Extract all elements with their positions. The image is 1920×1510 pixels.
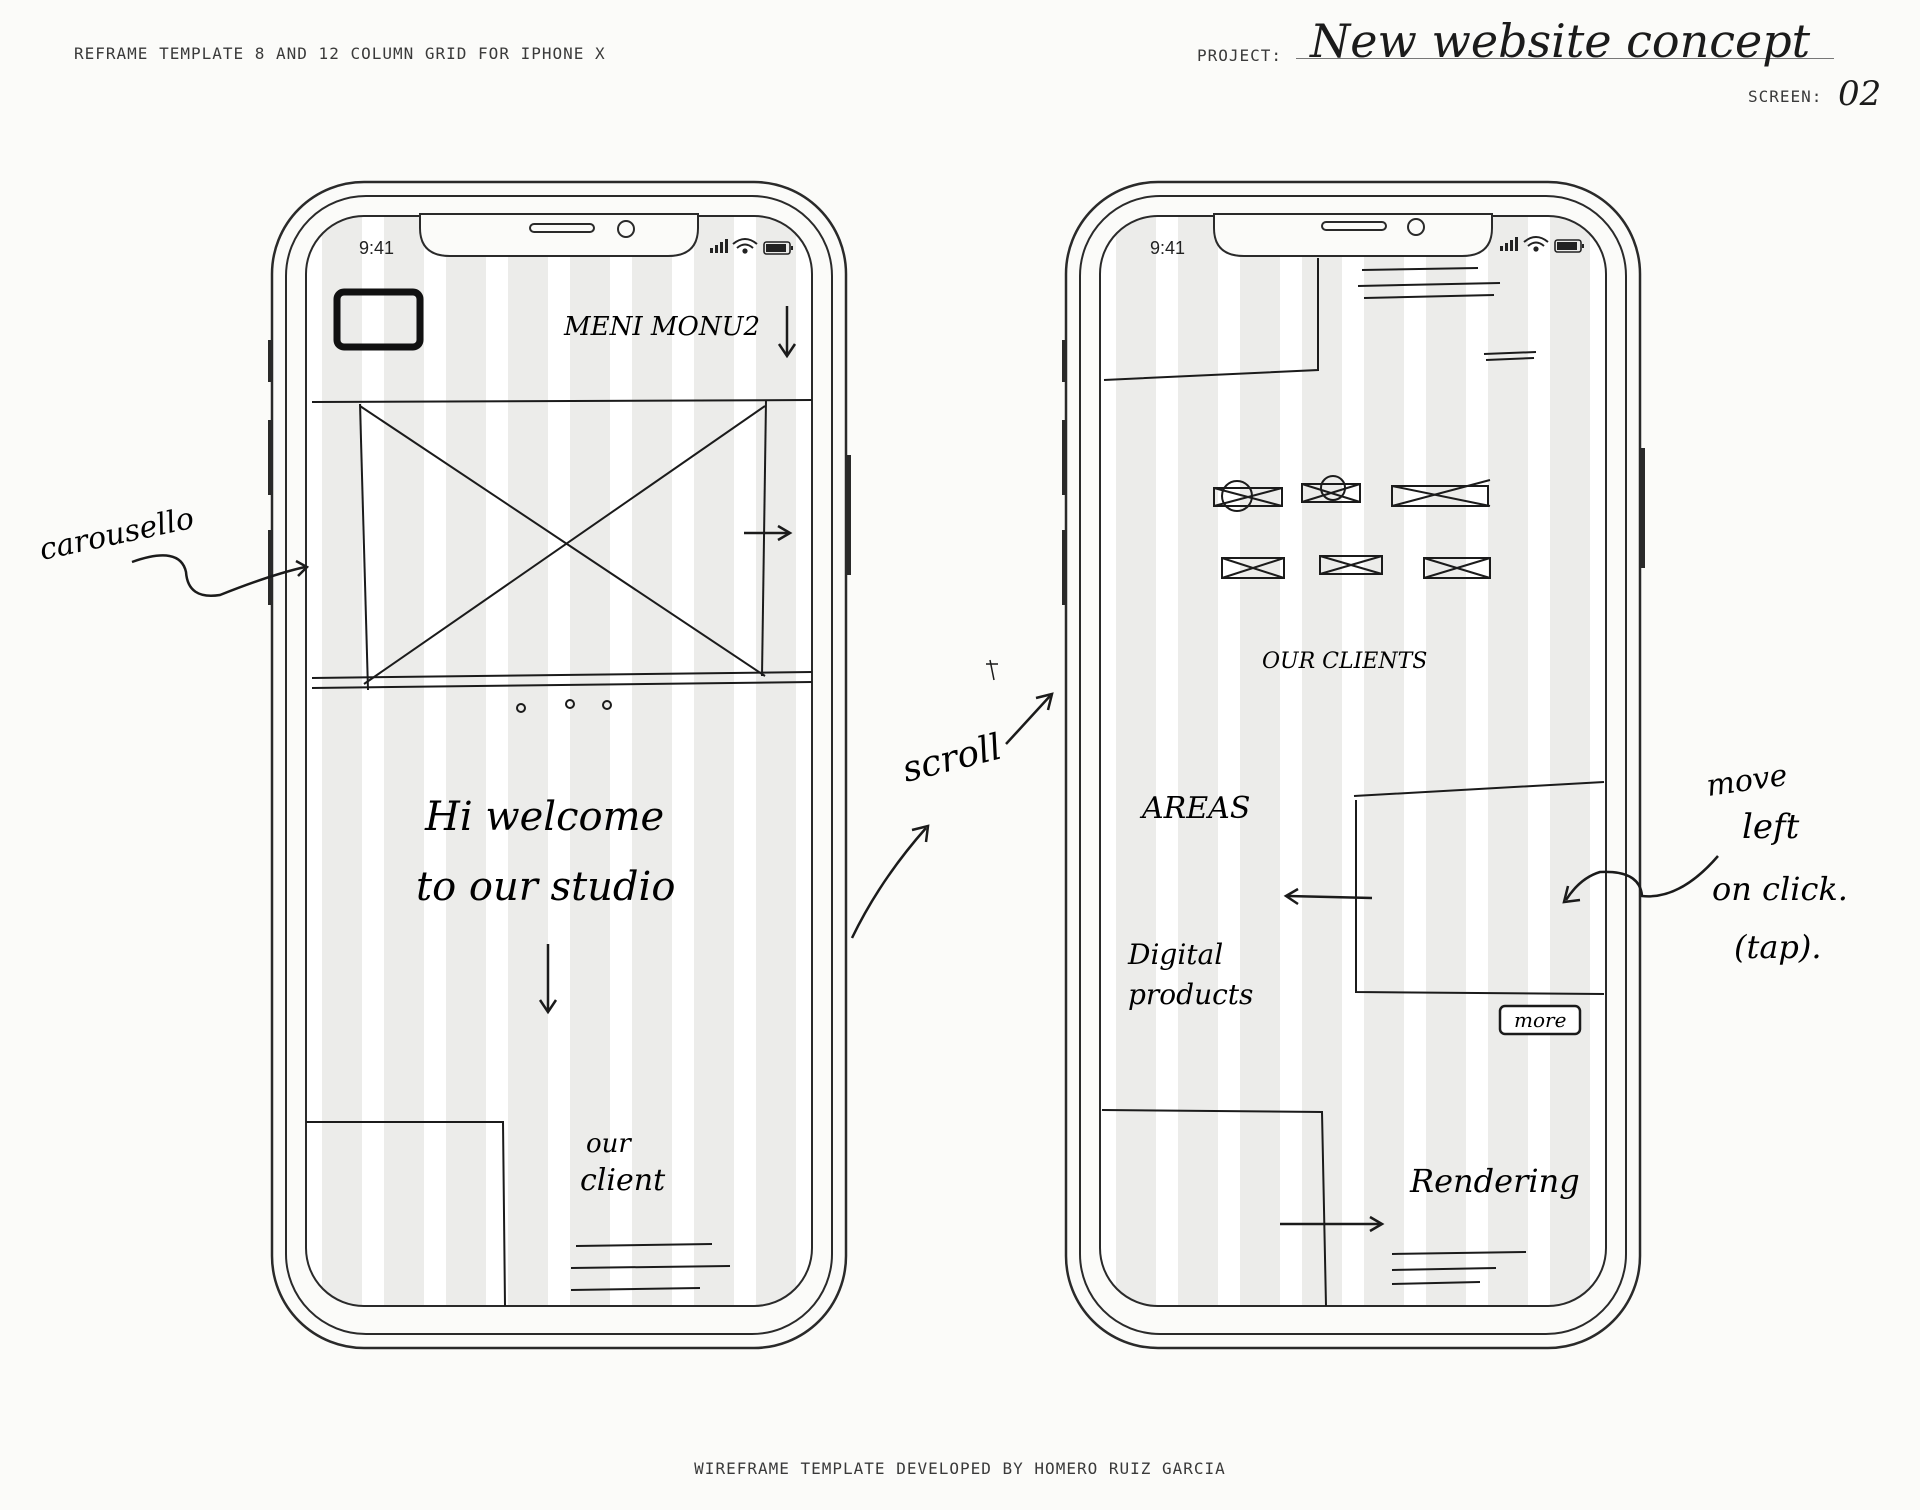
annotation-scroll-arrow-bottom — [850, 827, 927, 939]
phone-left-side-button — [846, 455, 851, 575]
phone-left-signal-icon — [710, 239, 728, 253]
phone-left-volume-up — [268, 420, 273, 495]
phone-right-top-image-placeholder — [1103, 258, 1319, 381]
phone-left-notch — [419, 213, 699, 257]
annotation-pencil-mark — [986, 659, 998, 681]
screen-value: 02 — [1838, 74, 1882, 114]
phone-left-battery-icon — [763, 241, 793, 255]
annotation-move-line-4: (tap). — [1734, 928, 1822, 966]
phone-right-clients-label: OUR CLIENTS — [1262, 649, 1427, 674]
phone-left-mute-switch — [268, 340, 273, 382]
phone-right-top-text-lines — [1357, 267, 1537, 361]
phone-left-menu-label: MENI MONU2 — [563, 312, 760, 342]
annotation-move-line-3: on click. — [1712, 870, 1848, 908]
annotation-scroll-arrowhead-bottom-icon — [911, 824, 930, 843]
phone-right-render-image-placeholder — [1101, 1109, 1327, 1307]
project-underline — [1296, 58, 1834, 59]
annotation-move-line-2: left — [1742, 807, 1800, 847]
phone-left-client-image-placeholder — [306, 1121, 506, 1307]
phone-left: 9:41 MENI MONU2 — [268, 180, 851, 1350]
footer-credit: WIREFRAME TEMPLATE DEVELOPED BY HOMERO R… — [694, 1459, 1226, 1478]
phone-right-client-logos — [1213, 475, 1491, 579]
phone-right-status-time: 9:41 — [1150, 238, 1185, 258]
template-title: REFRAME TEMPLATE 8 AND 12 COLUMN GRID FO… — [74, 44, 606, 63]
phone-right-speaker — [1321, 221, 1387, 231]
screen-label: SCREEN: — [1748, 87, 1823, 106]
phone-right-wifi-icon — [1523, 236, 1549, 252]
phone-right-rendering-label: Rendering — [1409, 1162, 1580, 1200]
phone-left-scroll-down-arrow-icon — [538, 944, 558, 1015]
annotation-move-arrowhead-icon — [1562, 885, 1581, 904]
phone-left-clients-line-2: client — [580, 1163, 666, 1198]
phone-right: 9:41 — [1062, 180, 1645, 1350]
phone-right-move-right-arrow-icon — [1280, 1215, 1385, 1233]
phone-right-digital-line-2: products — [1128, 978, 1253, 1011]
phone-left-wifi-icon — [732, 238, 758, 254]
phone-left-volume-down — [268, 530, 273, 605]
phone-left-carousel-placeholder — [311, 399, 813, 691]
phone-right-inner-frame — [1079, 195, 1627, 1335]
phone-right-screen-bg — [1100, 216, 1606, 1306]
phone-right-notch — [1213, 213, 1493, 257]
phone-right-move-left-arrow-icon — [1283, 887, 1373, 906]
project-label: PROJECT: — [1197, 46, 1283, 65]
annotation-carousel-arrow — [131, 554, 306, 597]
phone-right-screen — [1100, 216, 1606, 1306]
annotation-move-arrow — [1564, 855, 1719, 901]
phone-left-text-lines-placeholder — [570, 1243, 731, 1291]
annotation-move-line-1: move — [1704, 758, 1789, 804]
phone-right-side-button — [1640, 448, 1645, 568]
phone-left-carousel-pagination-dots — [516, 699, 612, 713]
phone-left-welcome-line-1: Hi welcome — [424, 794, 664, 840]
phone-right-volume-down — [1062, 530, 1067, 605]
phone-left-screen — [306, 216, 812, 1306]
phone-left-grid-columns — [322, 216, 796, 1306]
annotation-carousel-arrowhead-icon — [295, 559, 310, 577]
phone-right-mute-switch — [1062, 340, 1067, 382]
phone-right-outer-frame — [1064, 180, 1642, 1350]
phone-right-areas-label: AREAS — [1139, 791, 1250, 826]
phone-right-more-button-label: more — [1514, 1008, 1566, 1032]
phone-right-battery-icon — [1554, 239, 1584, 253]
phone-left-carousel-next-arrow-icon — [744, 524, 793, 542]
phone-left-outer-frame — [270, 180, 848, 1350]
phone-left-inner-frame — [285, 195, 833, 1335]
phone-right-volume-up — [1062, 420, 1067, 495]
phone-left-welcome-line-2: to our studio — [416, 864, 675, 910]
annotation-scroll: scroll — [898, 727, 1005, 791]
phone-right-grid-columns — [1116, 216, 1590, 1306]
phone-left-speaker — [529, 223, 595, 233]
phone-right-digital-line-1: Digital — [1127, 938, 1223, 971]
phone-right-camera — [1407, 218, 1425, 236]
phone-right-bottom-text-lines — [1391, 1251, 1527, 1285]
project-value: New website concept — [1310, 14, 1811, 68]
phone-left-camera — [617, 220, 635, 238]
phone-left-menu-arrow-down-icon — [777, 306, 797, 359]
phone-left-clients-line-1: our — [586, 1129, 632, 1159]
phone-right-more-button[interactable]: more — [1498, 1004, 1582, 1036]
phone-left-screen-bg — [306, 216, 812, 1306]
annotation-scroll-arrow-top — [1005, 695, 1051, 745]
phone-right-signal-icon — [1500, 237, 1518, 251]
phone-left-logo-box — [333, 288, 424, 351]
phone-left-status-time: 9:41 — [359, 238, 394, 258]
phone-right-area-card-placeholder — [1353, 781, 1605, 995]
annotation-scroll-arrowhead-top-icon — [1035, 692, 1054, 711]
